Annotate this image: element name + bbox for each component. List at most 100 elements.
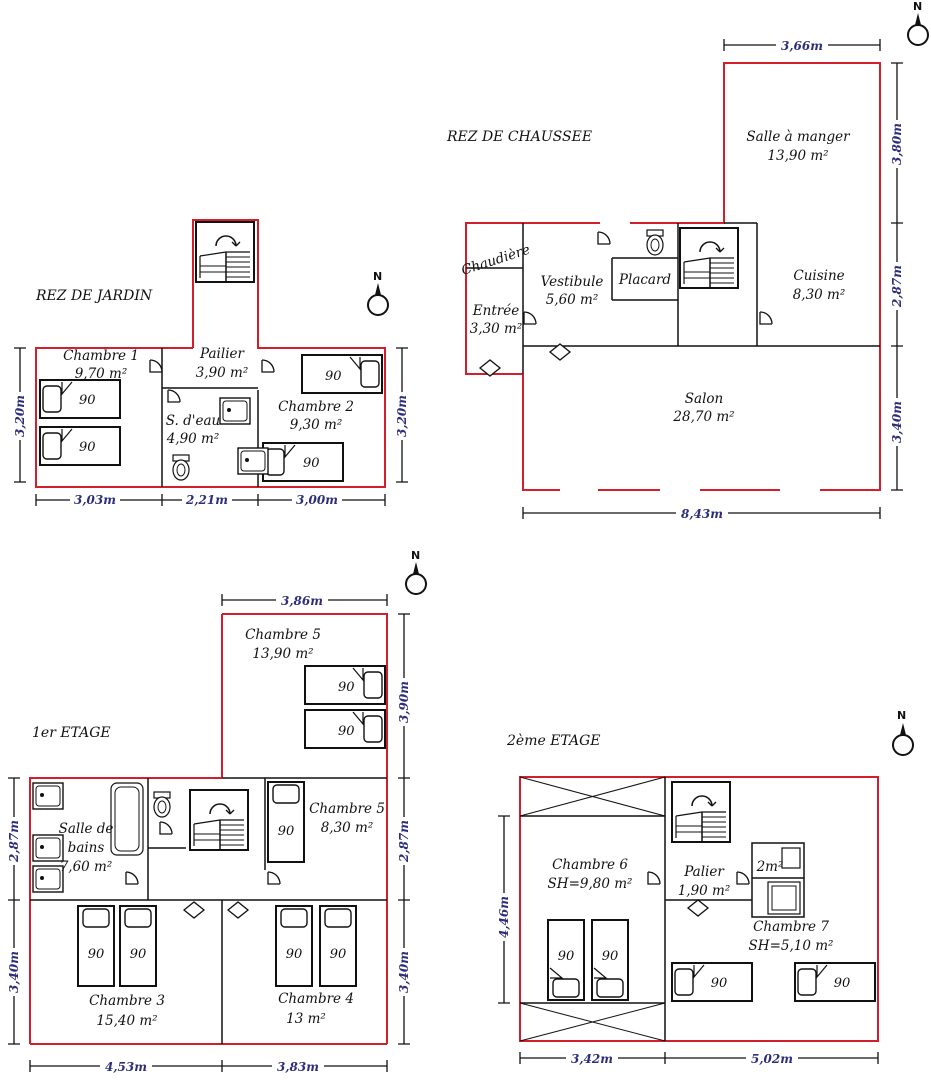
door-icon [227,901,249,919]
compass-label: N [373,270,382,283]
dimension-label: 3,40m [890,401,904,443]
dimension-label: 5,02m [751,1052,793,1066]
room-name: Chambre 3 [89,993,165,1009]
bed-label: 90 [88,947,105,962]
room-name: Salle de [59,821,114,837]
room-name: Palier [683,864,725,880]
door-icon [647,871,661,885]
dimension-label: 2,87m [397,820,411,863]
room-area: 5,60 m² [546,292,599,308]
dimension-line [519,1052,879,1064]
level-rez-de-jardin: REZ DE JARDIN N 90 90 90 90 Chambre 1 9,… [12,219,410,508]
dimension-label: 3,90m [397,681,411,723]
room-name: Chambre 4 [278,991,354,1007]
compass-icon [907,12,929,46]
room-name: Entrée [472,303,519,319]
room-name: Chaudière [459,242,532,279]
bed-icon [319,905,357,987]
dimension-label: 3,03m [74,493,116,507]
room-name: Vestibule [541,274,604,290]
room-name: bains [68,840,105,856]
room-name: Chambre 1 [63,348,139,364]
outer-walls-entree [465,222,523,375]
door-icon [149,359,163,373]
level-1er-etage: 1er ETAGE N 90 90 90 90 90 9 [6,549,427,1074]
bed-icon [119,905,157,987]
door-icon [125,871,139,885]
door-icon [597,231,611,245]
door-icon [523,311,537,325]
wall-smallroom [751,842,805,918]
bed-label: 90 [325,369,342,384]
dimension-label: 8,43m [681,507,723,521]
room-area: 1,90 m² [678,883,731,899]
bed-label: 90 [278,824,295,839]
room-name: Chambre 7 [753,919,829,935]
stairs-icon [679,227,739,289]
stairs-icon [189,789,249,851]
toilet-icon [646,229,664,256]
dimension-label: 4,46m [497,896,511,938]
dimension-label: 3,40m [397,951,411,993]
room-name: Pailier [199,346,245,362]
dimension-label: 2,87m [7,820,21,863]
bed-label: 90 [602,949,619,964]
bed-label: 90 [130,947,147,962]
level-title: REZ DE CHAUSSEE [446,129,592,145]
room-area: 13,90 m² [767,148,828,164]
dimension-label: 3,20m [13,395,27,437]
room-area: 28,70 m² [672,409,734,425]
bed-icon [267,781,305,863]
bed-label: 90 [303,456,320,471]
bed-icon [77,905,115,987]
room-name: S. d'eau [166,413,220,429]
outer-walls [35,219,386,488]
bed-label: 90 [79,393,96,408]
outer-walls [519,776,879,1042]
door-icon [267,871,281,885]
bed-label: 90 [834,976,851,991]
dimension-label: 2,21m [185,493,228,507]
bed-label: 90 [286,947,303,962]
room-name: Placard [618,272,672,288]
room-name: Salle à manger [746,129,851,145]
room-name: Chambre 6 [552,857,628,873]
room-name: Chambre 5 [309,801,385,817]
bed-icon [275,905,313,987]
room-area: SH=5,10 m² [749,938,834,954]
room-area: 8,30 m² [321,820,374,836]
room-name: Chambre 2 [278,399,354,415]
eave-cross [519,776,666,817]
room-area: 3,90 m² [196,365,249,381]
level-title: REZ DE JARDIN [35,288,153,304]
sink-icon [237,447,269,475]
toilet-icon [153,791,171,818]
dimension-label: 3,66m [781,39,823,53]
dimension-label: 3,20m [395,395,409,437]
sink-icon [219,397,251,425]
room-area: SH=9,80 m² [548,876,633,892]
room-area: 3,30 m² [470,321,523,337]
room-area: 13,90 m² [252,646,313,662]
room-area: 7,60 m² [60,859,113,875]
compass-icon [892,722,914,756]
room-area: 9,70 m² [75,366,128,382]
room-name: Cuisine [793,268,844,284]
stairs-icon [671,781,731,843]
room-area: 9,30 m² [290,417,343,433]
dimension-label: 3,80m [890,123,904,165]
toilet-icon [172,454,190,481]
level-rez-de-chaussee: REZ DE CHAUSSEE N Chaudière Entrée 3,30 … [446,0,929,521]
level-title: 2ème ETAGE [506,733,601,749]
compass-label: N [913,0,922,13]
sink-icon [32,834,64,862]
door-icon [167,389,181,403]
door-icon [759,311,773,325]
sink-icon [32,782,64,810]
dimension-label: 2,87m [890,265,904,308]
eave-cross [519,1002,666,1042]
room-area: 8,30 m² [793,287,846,303]
compass-label: N [411,549,420,562]
bed-icon [301,354,383,394]
